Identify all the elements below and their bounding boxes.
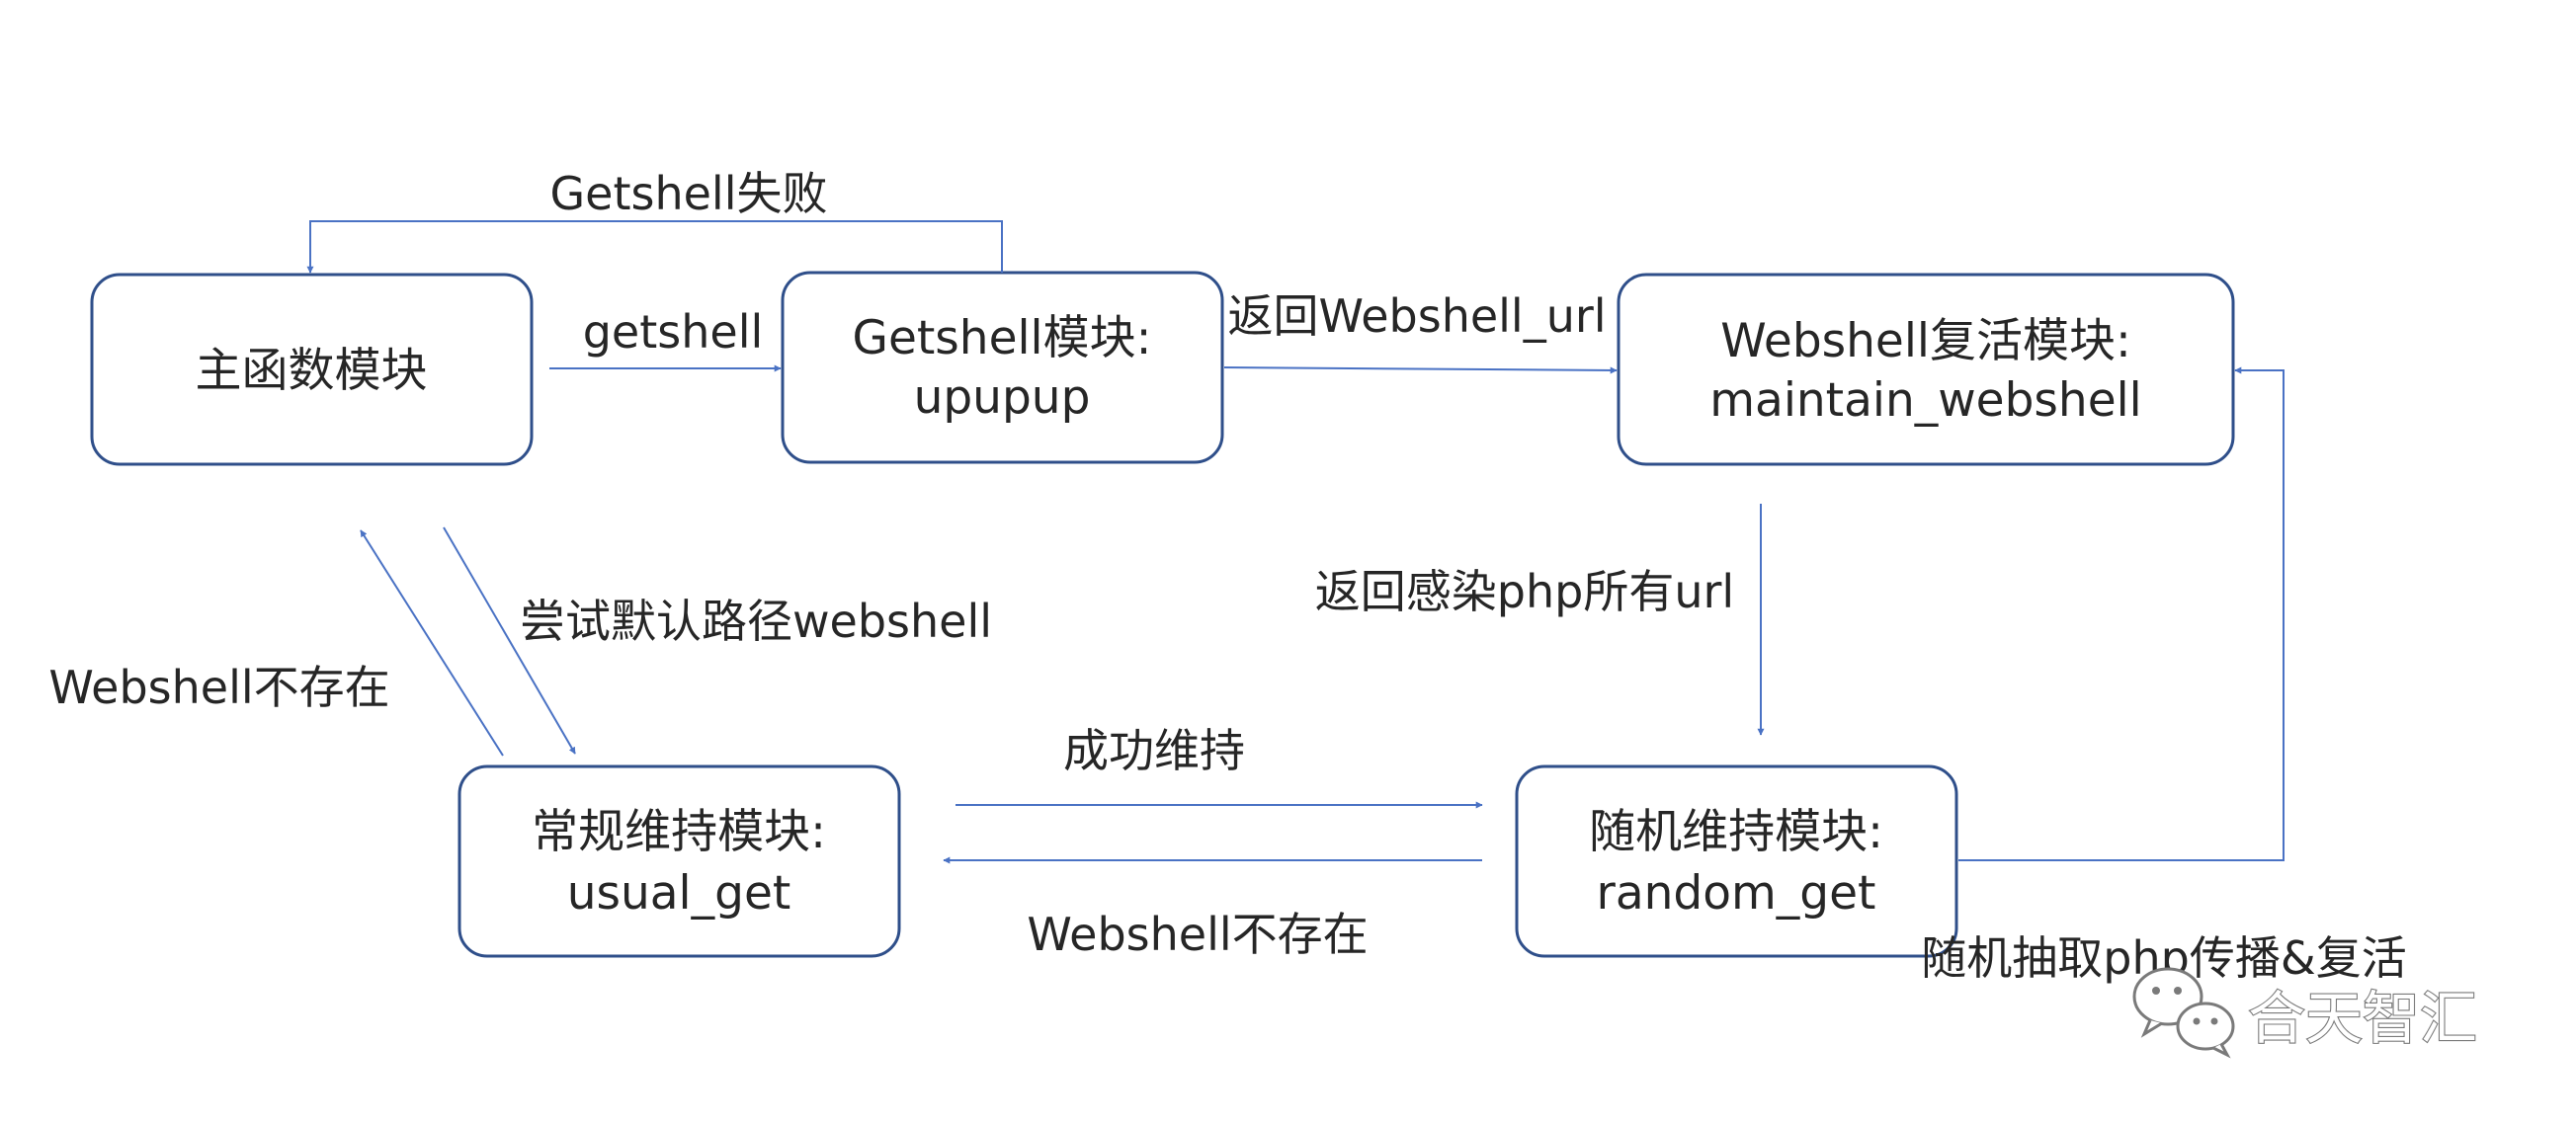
node-main-line-1: 主函数模块 [196,344,428,398]
edge-keep-success-label: 成功维持 [1063,724,1245,777]
edge-return-webshell-url-arrow [1223,366,1618,374]
edge-return-webshell-url-label: 返回Webshell_url [1227,289,1606,343]
node-maintain-line-1: Webshell复活模块: [1720,314,2131,368]
node-getshell: Getshell模块: upupup [781,271,1224,464]
edge-random-spread-arrow [1958,366,2285,861]
edge-webshell-missing-left-arrow [360,529,504,757]
edge-getshell-fail-arrow [306,220,1003,274]
node-usual-line-1: 常规维持模块: [532,805,826,859]
svg-text:Webshell复活模块:: Webshell复活模块: [1720,314,2131,368]
svg-text:random_get: random_get [1597,866,1876,921]
svg-text:Getshell模块:: Getshell模块: [853,311,1152,365]
edge-webshell-missing-left-label: Webshell不存在 [48,661,389,714]
edge-webshell-missing-bottom-label: Webshell不存在 [1027,908,1368,961]
watermark: 合天智汇 [2132,967,2478,1059]
node-maintain: Webshell复活模块: maintain_webshell [1617,273,2235,466]
svg-text:usual_get: usual_get [567,866,791,921]
node-maintain-line-2: maintain_webshell [1709,373,2142,428]
edge-getshell-fail-label: Getshell失败 [550,167,828,220]
wechat-icon [2132,967,2235,1059]
svg-text:upupup: upupup [914,370,1091,425]
svg-text:常规维持模块:: 常规维持模块: [532,805,826,859]
watermark-text: 合天智汇 [2248,985,2477,1052]
node-getshell-line-1: Getshell模块: [853,311,1152,365]
node-usual: 常规维持模块: usual_get [457,764,901,958]
node-random-line-2: random_get [1597,866,1876,921]
svg-text:maintain_webshell: maintain_webshell [1709,373,2142,428]
node-random: 随机维持模块: random_get [1515,764,1958,958]
edge-getshell-label: getshell [583,305,764,359]
node-main: 主函数模块 [90,273,534,466]
node-getshell-line-2: upupup [914,370,1091,425]
edge-try-default-path-label: 尝试默认路径webshell [520,595,992,648]
svg-text:主函数模块: 主函数模块 [196,344,428,398]
edge-try-default-path-arrow [443,526,576,755]
node-random-line-1: 随机维持模块: [1589,805,1883,859]
node-usual-line-2: usual_get [567,866,791,921]
edge-return-infected-urls-label: 返回感染php所有url [1315,565,1734,618]
svg-text:随机维持模块:: 随机维持模块: [1589,805,1883,859]
